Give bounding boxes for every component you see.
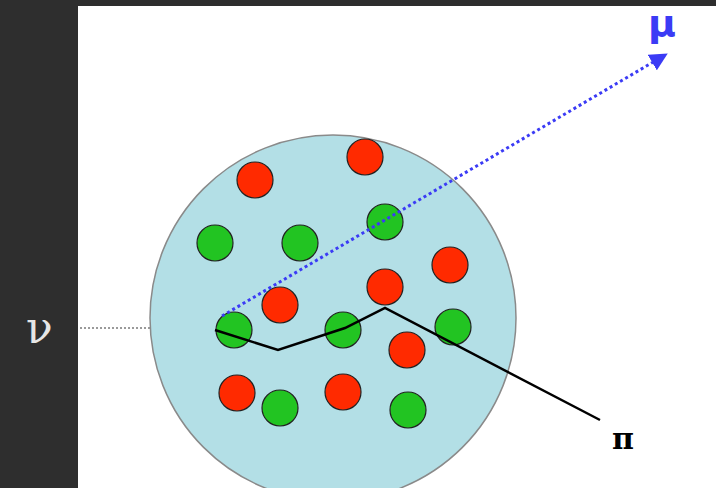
neutron [216,312,252,348]
proton [237,162,273,198]
neutrino-label: ν [26,306,53,350]
muon-track [222,58,660,316]
neutron [282,225,318,261]
neutron [197,225,233,261]
proton [219,375,255,411]
proton [389,332,425,368]
proton [262,287,298,323]
pion-label: π [612,424,634,454]
proton [367,269,403,305]
neutron [262,390,298,426]
proton [347,139,383,175]
proton [432,247,468,283]
proton [325,374,361,410]
muon-label: μ [648,4,676,42]
nucleons [197,139,471,428]
neutron [367,204,403,240]
neutron [435,309,471,345]
pion-track [215,308,600,420]
neutron [325,312,361,348]
nucleus [150,135,516,488]
neutron [390,392,426,428]
